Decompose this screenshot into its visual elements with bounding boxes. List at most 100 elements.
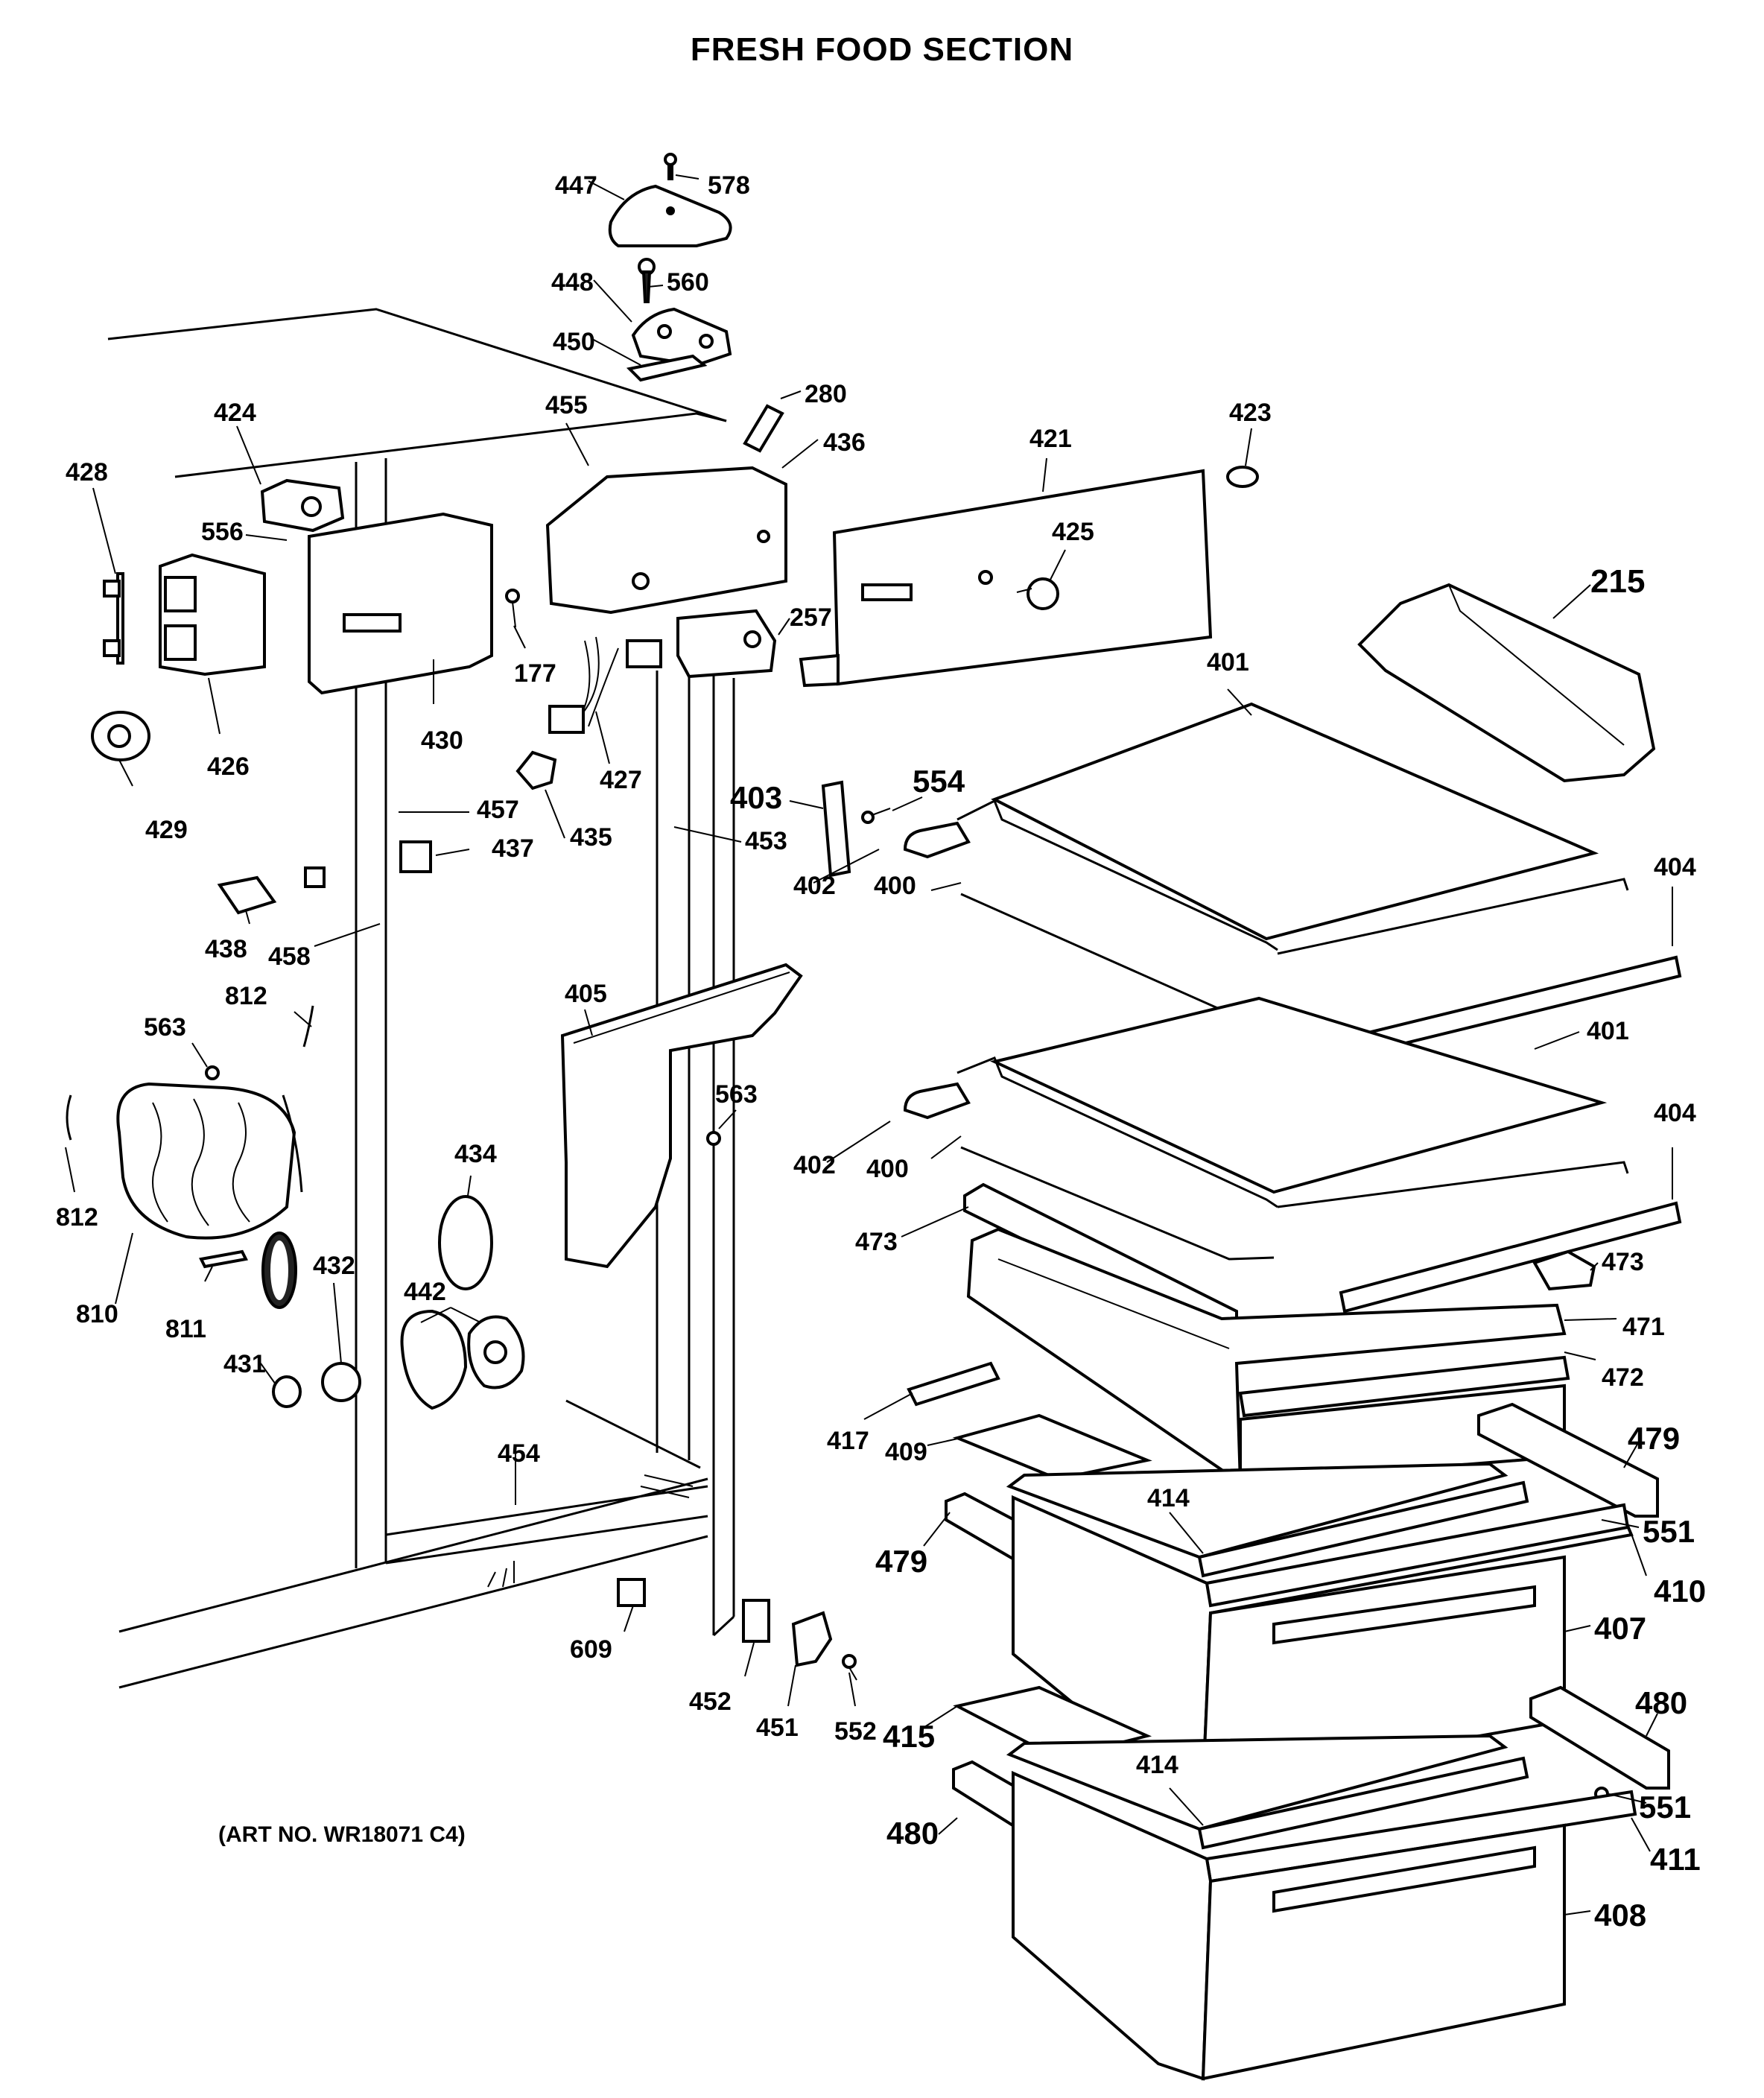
shelf-frame-400-lower: [903, 1056, 1629, 1261]
callout-432: 432: [313, 1252, 355, 1280]
art-number: (ART NO. WR18071 C4): [218, 1822, 466, 1847]
front-410: [1205, 1503, 1630, 1608]
callout-280: 280: [805, 380, 847, 408]
screw-578: [664, 153, 677, 180]
callout-447: 447: [555, 171, 597, 200]
rail-473-right: [1532, 1249, 1596, 1291]
cover-414-lower: [1006, 1734, 1529, 1850]
callout-457: 457: [477, 796, 519, 824]
page-title: FRESH FOOD SECTION: [690, 31, 1074, 68]
callout-480-left: 480: [886, 1816, 939, 1851]
callout-454: 454: [498, 1439, 540, 1468]
part-435: [515, 750, 557, 790]
screw-563-left: [205, 1065, 220, 1080]
callout-404-upper: 404: [1654, 853, 1696, 881]
callout-479-right: 479: [1628, 1421, 1680, 1456]
tube-812-lower: [66, 1094, 72, 1141]
part-811: [199, 1249, 248, 1269]
callout-438: 438: [205, 935, 247, 963]
hinge-451: [791, 1611, 833, 1667]
callout-409: 409: [885, 1438, 927, 1466]
callout-400-upper: 400: [874, 872, 916, 900]
assembly-442: [400, 1309, 525, 1410]
shelf-glass-401-lower: [989, 996, 1608, 1194]
bin-215: [1357, 583, 1656, 783]
callout-556: 556: [201, 518, 244, 546]
cover-434: [438, 1195, 493, 1290]
part-417: [907, 1361, 1000, 1407]
callout-428: 428: [66, 458, 108, 487]
part-609: [617, 1578, 646, 1607]
callout-425: 425: [1052, 518, 1094, 546]
knob-429: [91, 711, 150, 761]
callout-560: 560: [667, 268, 709, 297]
screw-554: [861, 808, 891, 824]
duct-426: [159, 553, 266, 676]
cover-415: [953, 1685, 1152, 1761]
callout-215: 215: [1590, 563, 1645, 600]
callout-473-right: 473: [1602, 1248, 1644, 1276]
callout-472: 472: [1602, 1363, 1644, 1392]
callout-453: 453: [745, 827, 787, 855]
callout-402-lower: 402: [793, 1151, 836, 1179]
callout-257: 257: [790, 603, 832, 632]
control-panel-421: [799, 469, 1213, 688]
part-432: [321, 1362, 361, 1402]
drawer-407: [1012, 1495, 1634, 1787]
shim-450: [626, 354, 708, 382]
callout-578: 578: [708, 171, 750, 200]
drawer-408: [1012, 1770, 1566, 2081]
callout-405: 405: [565, 980, 607, 1008]
callout-551-upper: 551: [1643, 1514, 1695, 1549]
callout-812-lower: 812: [56, 1203, 98, 1232]
callout-401-upper: 401: [1207, 648, 1249, 676]
callout-552: 552: [834, 1717, 877, 1746]
callout-407: 407: [1594, 1611, 1646, 1646]
bracket-428: [103, 572, 124, 665]
rail-480-right: [1529, 1685, 1670, 1790]
timer-257: [676, 609, 777, 679]
heater-810: [116, 1082, 303, 1240]
callout-411: 411: [1650, 1842, 1701, 1877]
callout-471: 471: [1622, 1313, 1665, 1341]
callout-421: 421: [1029, 425, 1072, 453]
callout-431: 431: [223, 1350, 266, 1378]
callout-458: 458: [268, 942, 311, 971]
part-280: [743, 404, 784, 453]
harness-427: [548, 636, 662, 734]
shelf-glass-401-upper: [991, 702, 1599, 941]
callout-426: 426: [207, 752, 250, 781]
trim-404-lower: [1339, 1201, 1682, 1313]
screw-563-right: [706, 1131, 721, 1146]
callout-177: 177: [514, 659, 556, 688]
bracket-403: [821, 780, 851, 878]
hinge-cover-447: [608, 184, 732, 247]
callout-435: 435: [570, 823, 612, 852]
callout-479-left: 479: [875, 1544, 927, 1579]
callout-609: 609: [570, 1635, 612, 1664]
callout-423: 423: [1229, 399, 1272, 427]
callout-402-upper: 402: [793, 872, 836, 900]
knob-425: [1016, 577, 1059, 610]
housing-430: [308, 512, 493, 695]
part-431: [261, 1232, 302, 1408]
callout-414-lower: 414: [1136, 1751, 1178, 1779]
callout-442: 442: [404, 1278, 446, 1306]
callout-473-left: 473: [855, 1228, 898, 1256]
screw-552: [842, 1654, 857, 1681]
hinge-448: [631, 307, 732, 367]
callout-401-lower: 401: [1587, 1017, 1629, 1045]
thermostat-424: [260, 478, 345, 533]
callout-455: 455: [545, 391, 588, 419]
callout-415: 415: [883, 1719, 935, 1754]
callout-812-upper: 812: [225, 982, 267, 1010]
part-423: [1226, 466, 1259, 488]
callout-408: 408: [1594, 1898, 1646, 1933]
callout-551-lower: 551: [1639, 1790, 1691, 1825]
callout-437: 437: [492, 834, 534, 863]
plate-452: [742, 1599, 770, 1643]
rail-479-right: [1477, 1402, 1659, 1518]
callout-554: 554: [913, 764, 965, 799]
cover-414-upper: [1006, 1462, 1529, 1578]
callout-429: 429: [145, 816, 188, 844]
